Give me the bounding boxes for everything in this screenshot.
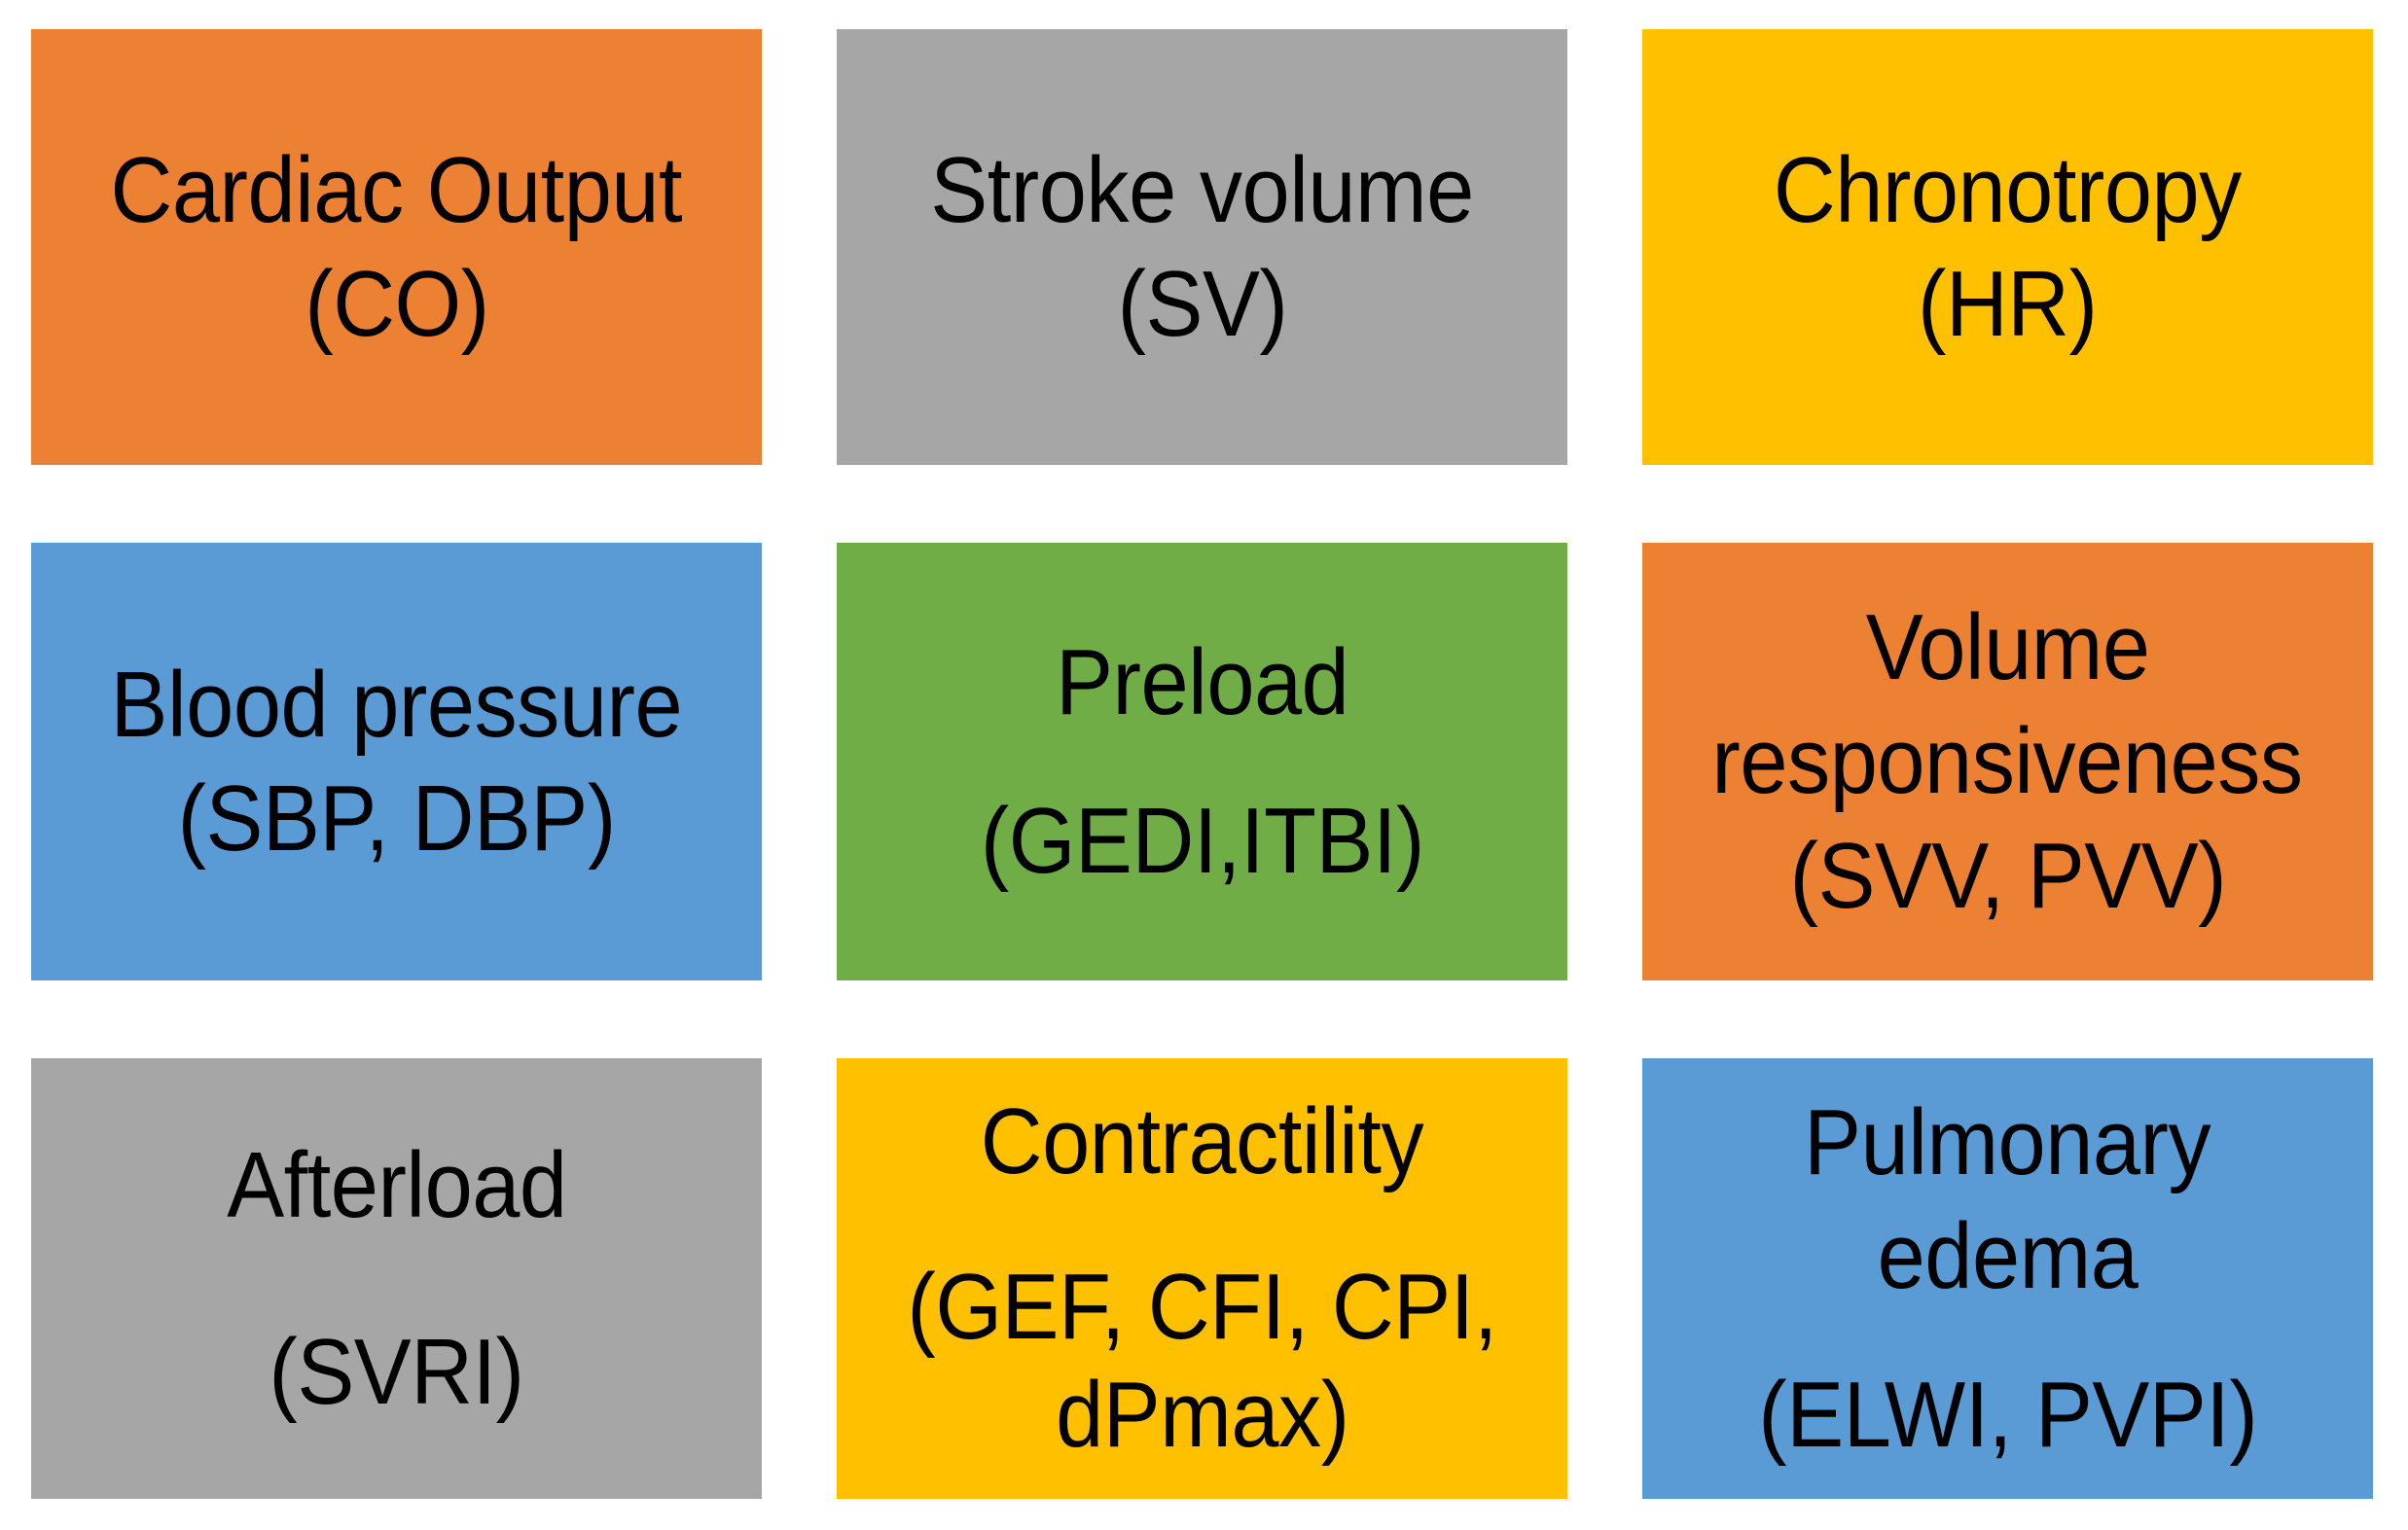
cell-title-contractility: Contractility (980, 1089, 1424, 1194)
cell-stroke-volume[interactable]: Stroke volume (SV) (837, 29, 1567, 465)
cell-abbrev-contractility-line2: dPmax) (1055, 1363, 1349, 1468)
cell-chronotropy[interactable]: Chronotropy (HR) (1642, 29, 2373, 465)
cell-abbrev-afterload: (SVRI) (269, 1319, 524, 1424)
cell-abbrev-chronotropy: (HR) (1918, 252, 2098, 356)
cell-title-blood-pressure: Blood pressure (110, 652, 683, 757)
cell-title-pulmonary-edema-line1: Pulmonary (1804, 1089, 2211, 1194)
cell-contractility[interactable]: Contractility (GEF, CFI, CPI, dPmax) (837, 1058, 1567, 1499)
cell-volume-responsiveness[interactable]: Volume responsiveness (SVV, PVV) (1642, 543, 2373, 980)
cell-preload[interactable]: Preload (GEDI,ITBI) (837, 543, 1567, 980)
cell-abbrev-blood-pressure: (SBP, DBP) (177, 766, 616, 871)
cell-title-pulmonary-edema-line2: edema (1877, 1203, 2138, 1308)
cell-cardiac-output[interactable]: Cardiac Output (CO) (31, 29, 762, 465)
cell-title-afterload: Afterload (226, 1133, 567, 1238)
cell-pulmonary-edema[interactable]: Pulmonary edema (ELWI, PVPI) (1642, 1058, 2373, 1499)
cell-title-chronotropy: Chronotropy (1774, 137, 2242, 242)
cell-abbrev-stroke-volume: (SV) (1117, 252, 1287, 356)
cell-abbrev-cardiac-output: (CO) (304, 252, 489, 356)
cell-abbrev-contractility-line1: (GEF, CFI, CPI, (907, 1254, 1497, 1359)
cell-abbrev-pulmonary-edema: (ELWI, PVPI) (1757, 1363, 2258, 1468)
cell-title-volume-responsiveness-line1: Volume (1865, 595, 2150, 700)
cell-afterload[interactable]: Afterload (SVRI) (31, 1058, 762, 1499)
cell-title-preload: Preload (1055, 629, 1349, 734)
cell-title-stroke-volume: Stroke volume (930, 137, 1474, 242)
cell-abbrev-preload: (GEDI,ITBI) (980, 789, 1424, 893)
cell-blood-pressure[interactable]: Blood pressure (SBP, DBP) (31, 543, 762, 980)
cell-title-volume-responsiveness-line2: responsiveness (1711, 709, 2304, 814)
cell-title-cardiac-output: Cardiac Output (110, 137, 683, 242)
cell-abbrev-volume-responsiveness: (SVV, PVV) (1789, 823, 2226, 928)
